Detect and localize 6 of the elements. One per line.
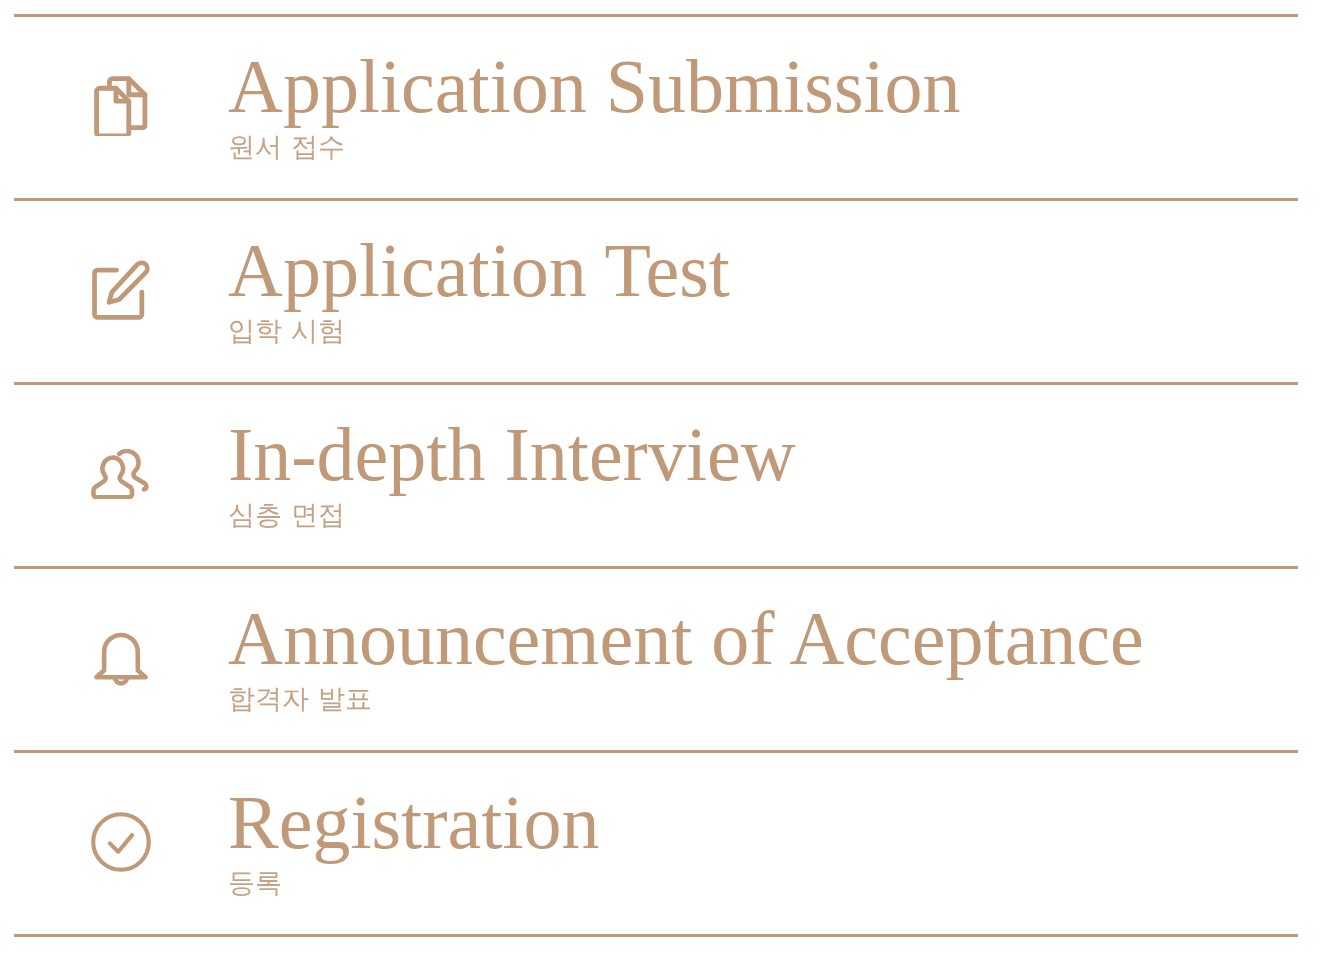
step-subtitle: 원서 접수 (228, 133, 345, 160)
step-subtitle: 심층 면접 (228, 501, 345, 528)
step-subtitle: 합격자 발표 (228, 685, 372, 712)
step-subtitle: 등록 (228, 869, 282, 896)
step-subtitle: 입학 시험 (228, 317, 345, 344)
step-row (14, 750, 1298, 937)
